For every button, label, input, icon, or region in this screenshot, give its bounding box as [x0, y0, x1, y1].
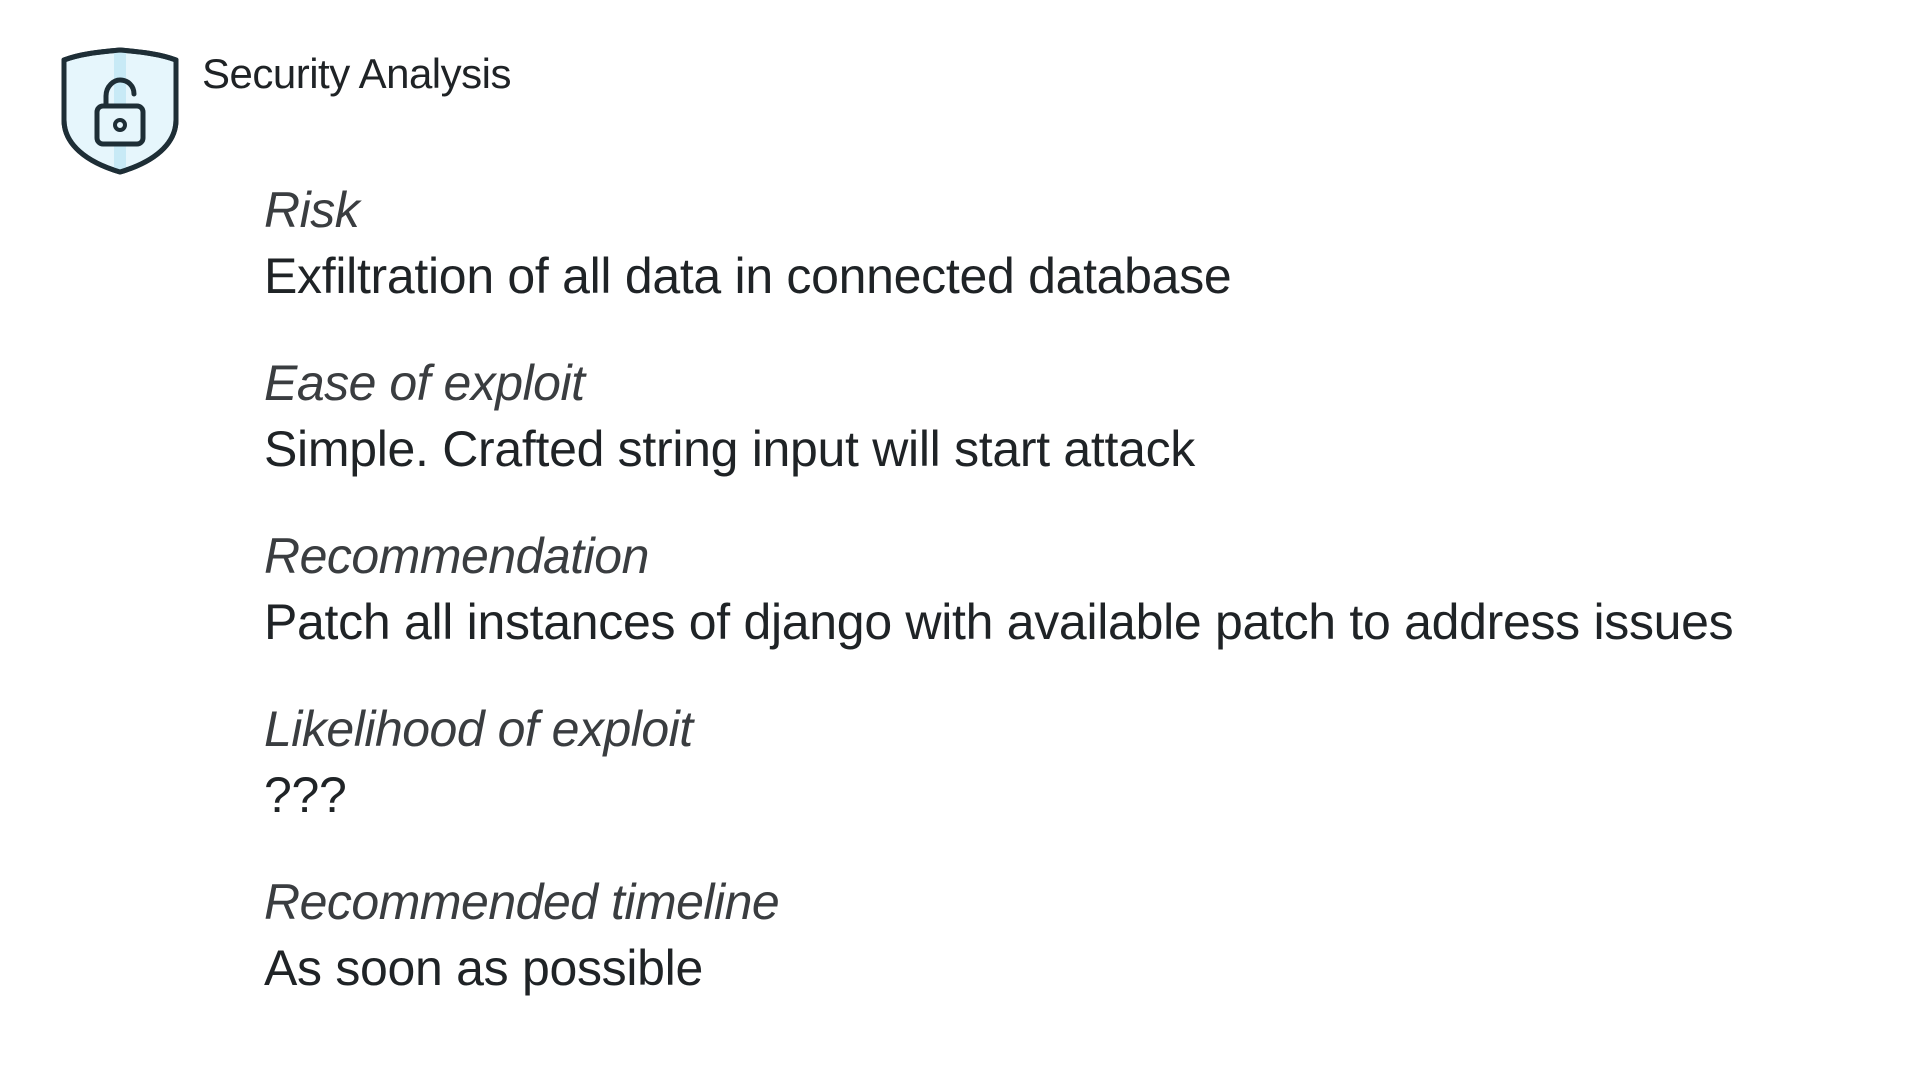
field-ease-of-exploit: Ease of exploit Simple. Crafted string i…	[264, 353, 1904, 526]
field-recommendation: Recommendation Patch all instances of dj…	[264, 526, 1904, 699]
field-value: ???	[264, 767, 347, 823]
field-likelihood-of-exploit: Likelihood of exploit ???	[264, 699, 1904, 872]
field-label: Ease of exploit	[264, 355, 585, 411]
field-risk: Risk Exfiltration of all data in connect…	[264, 180, 1904, 353]
field-label: Likelihood of exploit	[264, 701, 693, 757]
field-value: Exfiltration of all data in connected da…	[264, 248, 1232, 304]
app-title: Security Analysis	[202, 50, 511, 97]
field-label: Recommended timeline	[264, 874, 780, 930]
header: Security Analysis	[58, 44, 511, 178]
field-label: Risk	[264, 182, 360, 238]
field-label: Recommendation	[264, 528, 649, 584]
field-value: Simple. Crafted string input will start …	[264, 421, 1196, 477]
field-value: As soon as possible	[264, 940, 704, 996]
analysis-fields: Risk Exfiltration of all data in connect…	[264, 180, 1904, 1045]
shield-lock-icon	[61, 47, 179, 175]
field-value: Patch all instances of django with avail…	[264, 594, 1734, 650]
field-recommended-timeline: Recommended timeline As soon as possible	[264, 872, 1904, 1045]
